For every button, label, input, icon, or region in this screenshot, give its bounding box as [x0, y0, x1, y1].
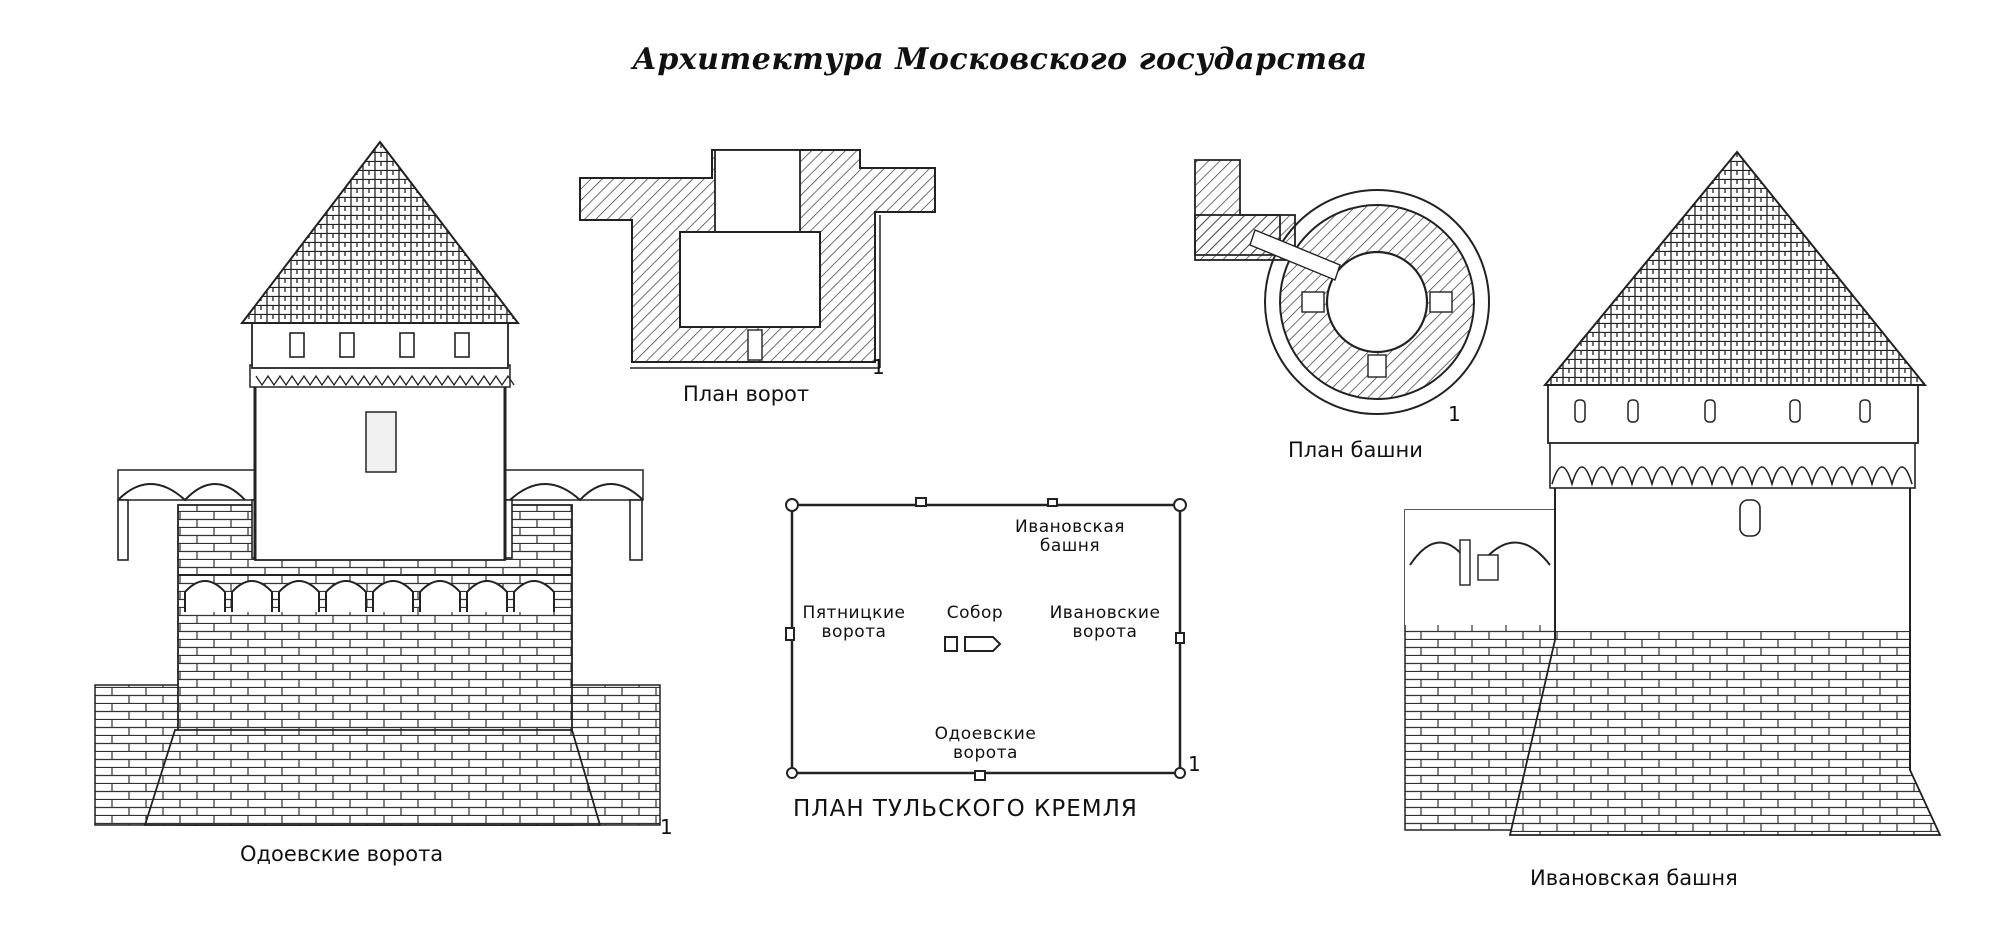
tower-plan-caption: План башни	[1288, 438, 1423, 462]
odoev-gate-caption: Одоевские ворота	[240, 842, 444, 866]
odoev-gate-number: 1	[660, 815, 673, 839]
kremlin-label-pyatnitsky-gate: Пятницкие ворота	[798, 604, 910, 642]
ivanov-tower-drawing	[1404, 150, 1942, 836]
kremlin-label-odoev-gate: Одоевские ворота	[918, 725, 1053, 763]
kremlin-label-ivanov-gate-line1: Ивановские	[1049, 603, 1161, 623]
tower-plan-number: 1	[1448, 402, 1461, 426]
kremlin-label-ivanov-gate: Ивановские ворота	[1035, 604, 1175, 642]
kremlin-label-ivanov-gate-line2: ворота	[1072, 622, 1138, 642]
odoev-gate-drawing	[94, 140, 661, 826]
kremlin-label-sobor: Собор	[946, 603, 1004, 623]
kremlin-label-odoev-line2: ворота	[953, 743, 1018, 763]
tower-plan-drawing	[1194, 159, 1490, 415]
kremlin-label-ivanov-tower: Ивановская башня	[1005, 518, 1135, 556]
gate-plan-number: 1	[872, 355, 885, 379]
page-title: Архитектура Московского государства	[632, 42, 1368, 77]
kremlin-plan-drawing	[785, 497, 1187, 781]
gate-plan-caption: План ворот	[683, 382, 810, 406]
kremlin-plan-caption: ПЛАН ТУЛЬСКОГО КРЕМЛЯ	[793, 796, 1138, 822]
ivanov-tower-caption: Ивановская башня	[1530, 866, 1738, 890]
kremlin-label-pyatnitsky-line2: ворота	[821, 622, 887, 642]
kremlin-plan-number: 1	[1188, 752, 1201, 776]
kremlin-label-pyatnitsky-line1: Пятницкие	[802, 603, 906, 623]
gate-plan-drawing	[579, 149, 936, 369]
kremlin-label-ivanov-tower-line2: башня	[1039, 536, 1101, 556]
kremlin-label-ivanov-tower-line1: Ивановская	[1015, 517, 1125, 537]
kremlin-label-odoev-line1: Одоевские	[934, 724, 1037, 744]
